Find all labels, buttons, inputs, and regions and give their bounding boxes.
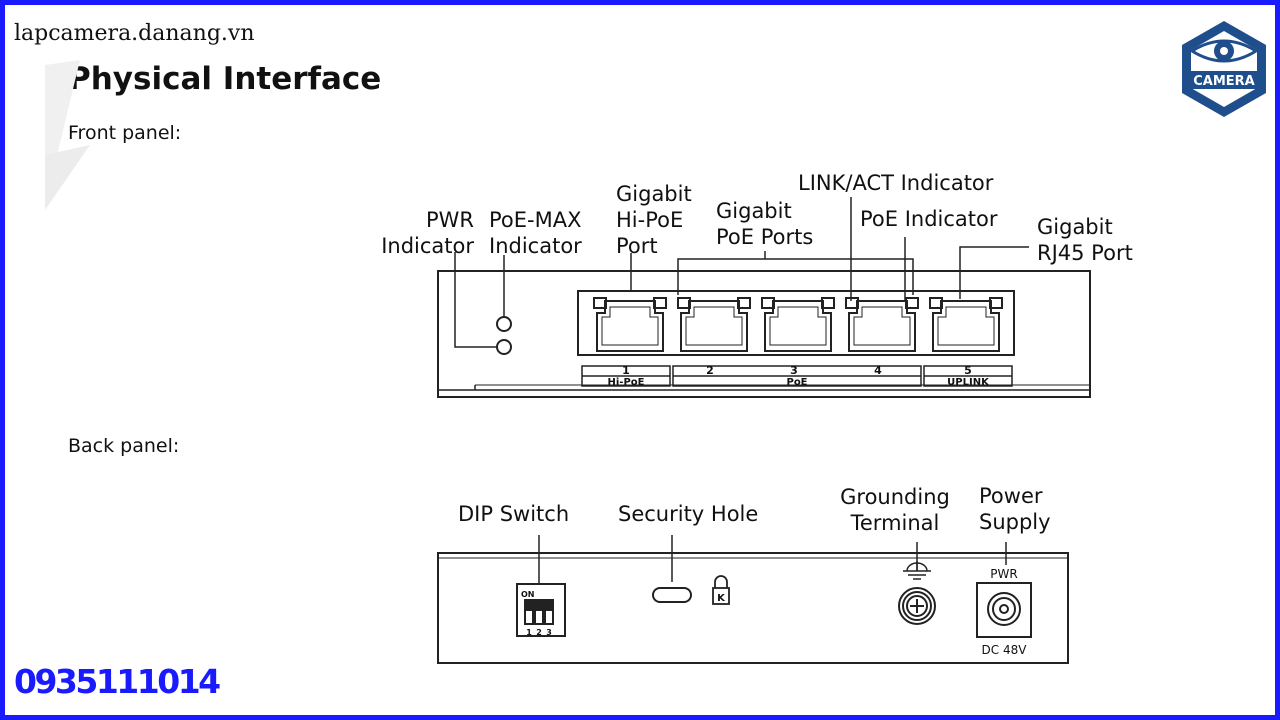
front-panel-label: Front panel:	[68, 122, 182, 144]
pwr-indicator-label: PWR Indicator	[381, 208, 474, 258]
camera-logo: CAMERA	[1182, 21, 1266, 117]
back-panel-diagram: ON 1 2 3 K PWR DC 48V	[437, 535, 1069, 664]
rj45-port-label: Gigabit RJ45 Port	[1037, 215, 1133, 265]
port-2-link-led	[677, 297, 691, 309]
rj45-port-2	[677, 297, 751, 352]
port-3-link-led	[761, 297, 775, 309]
port-1-poe-led	[653, 297, 667, 309]
lock-icon	[712, 575, 730, 605]
port-number-4: 4	[874, 364, 882, 377]
dip-switch	[516, 583, 566, 637]
site-url: lapcamera.danang.vn	[14, 21, 255, 46]
rj45-port-1	[593, 297, 667, 352]
rj45-port-4	[845, 297, 919, 352]
port-number-2: 2	[706, 364, 714, 377]
rj45-port-3	[761, 297, 835, 352]
dip-number-2: 2	[536, 628, 542, 637]
rj45-port-5	[929, 297, 1003, 352]
dc-voltage-label: DC 48V	[982, 643, 1028, 657]
port-number-1: 1	[622, 364, 630, 377]
power-socket	[976, 582, 1032, 638]
port-2-poe-led	[737, 297, 751, 309]
security-hole	[652, 587, 692, 603]
logo-text: CAMERA	[1193, 74, 1255, 89]
power-supply-label: Power Supply	[979, 484, 1051, 534]
port-bay	[577, 290, 1015, 356]
port-5-poe-led	[989, 297, 1003, 309]
dip-on-label: ON	[521, 590, 535, 599]
port-5-link-led	[929, 297, 943, 309]
phone-number: 0935111014	[14, 662, 221, 701]
port-1-link-led	[593, 297, 607, 309]
dip-number-3: 3	[546, 628, 552, 637]
back-chassis	[437, 552, 1069, 664]
port-3-poe-led	[821, 297, 835, 309]
port-number-3: 3	[790, 364, 798, 377]
port-4-link-led	[845, 297, 859, 309]
pwr-socket-label: PWR	[990, 567, 1017, 581]
back-panel-label: Back panel:	[68, 435, 180, 457]
page-title: Physical Interface	[68, 61, 382, 97]
grounding-terminal-label: Grounding Terminal	[840, 485, 950, 535]
security-hole-label: Security Hole	[618, 502, 759, 526]
front-panel-diagram: 1 2 3 4 5 Hi-PoE PoE UPLINK	[437, 197, 1091, 398]
link-act-indicator-label: LINK/ACT Indicator	[798, 171, 994, 195]
dip-switch-label: DIP Switch	[458, 502, 570, 526]
port-group-uplink: UPLINK	[947, 377, 990, 388]
port-number-5: 5	[964, 364, 972, 377]
poe-indicator-label: PoE Indicator	[860, 207, 998, 231]
port-group-poe: PoE	[786, 377, 807, 388]
ground-symbol-icon	[903, 561, 931, 580]
dip-number-1: 1	[526, 628, 532, 637]
poe-max-indicator-label: PoE-MAX Indicator	[489, 208, 582, 258]
hi-poe-port-label: Gigabit Hi-PoE Port	[616, 182, 692, 258]
port-4-poe-led	[905, 297, 919, 309]
port-group-hi-poe: Hi-PoE	[608, 377, 645, 388]
poe-ports-label: Gigabit PoE Ports	[716, 199, 814, 249]
grounding-screw	[898, 587, 936, 625]
watermark-shape	[45, 60, 90, 210]
front-chassis	[437, 270, 1091, 398]
lock-letter: K	[717, 593, 726, 604]
